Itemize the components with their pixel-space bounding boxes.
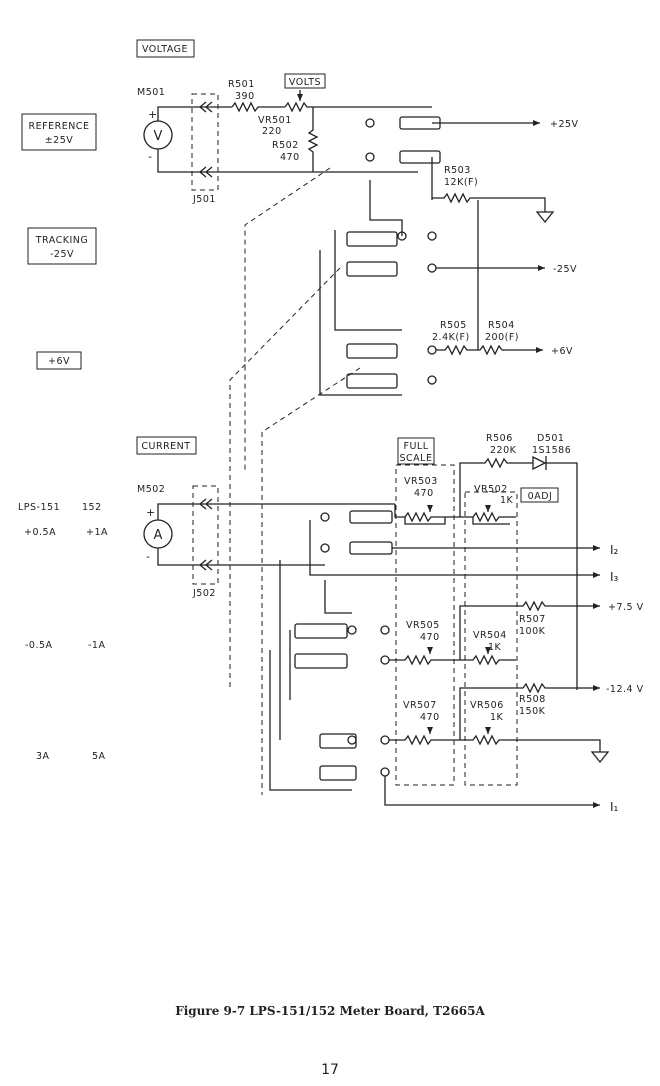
vr505-value: 470 — [420, 632, 440, 643]
vr507-value: 470 — [420, 712, 440, 723]
reference-mode-range: ±25V — [45, 135, 74, 146]
vr506-label: VR506 — [470, 700, 504, 711]
volts-adjust-box — [284, 73, 326, 89]
vr503-label: VR503 — [404, 476, 438, 487]
vr504-value: 1K — [488, 642, 502, 653]
m501-minus: - — [148, 150, 152, 163]
plus6-mode-label: +6V — [48, 356, 70, 367]
m502-label: M502 — [137, 484, 165, 495]
r507-label: R507 — [519, 614, 546, 625]
zero-adj-label: 0ADJ — [528, 491, 553, 502]
vr501-label: VR501 — [258, 115, 292, 126]
r504-label: R504 — [488, 320, 515, 331]
ground-symbol-2 — [590, 751, 610, 764]
vr502-value: 1K — [500, 495, 514, 506]
tracking-mode-range: -25V — [50, 249, 74, 260]
vr503-value: 470 — [414, 488, 434, 499]
terminal-i3: I₃ — [610, 570, 619, 584]
tracking-mode-label: TRACKING — [35, 235, 88, 246]
ammeter-symbol: A — [154, 528, 163, 543]
r502-value: 470 — [280, 152, 300, 163]
terminal-plus7-5v: +7.5 V — [608, 602, 644, 613]
lps151-heading: LPS-151 — [18, 502, 60, 513]
volts-adjust-label: VOLTS — [289, 77, 321, 88]
voltage-label: VOLTAGE — [142, 44, 188, 55]
diode-d501 — [532, 455, 547, 471]
current-label-box — [136, 436, 197, 455]
r501-value: 390 — [235, 91, 255, 102]
page-number: 17 — [321, 1062, 339, 1078]
vr506-value: 1K — [490, 712, 504, 723]
current-section: CURRENT LPS-151 152 +0.5A +1A -0.5A -1A … — [18, 433, 644, 814]
reference-mode-label: REFERENCE — [29, 121, 90, 132]
vr507-vr506-chain — [389, 734, 601, 752]
j502-label: J502 — [192, 588, 216, 599]
r508-value: 150K — [519, 706, 546, 717]
voltage-section: VOLTAGE REFERENCE ±25V TRACKING -25V +6V… — [21, 39, 579, 795]
m502-minus: - — [146, 550, 150, 563]
r505-value: 2.4K(F) — [432, 332, 470, 343]
terminal-minus12-4v: -12.4 V — [606, 684, 644, 695]
terminal-i1: I₁ — [610, 800, 619, 814]
terminal-i2: I₂ — [610, 543, 619, 557]
d501-value: 1S1586 — [532, 445, 571, 456]
m502-plus: + — [146, 506, 155, 519]
vr505-label: VR505 — [406, 620, 440, 631]
voltmeter-symbol: V — [154, 129, 163, 144]
m501-label: M501 — [137, 87, 165, 98]
range3-lps151: 3A — [36, 751, 50, 762]
range2-lps152: -1A — [88, 640, 105, 651]
j501-label: J501 — [192, 194, 216, 205]
r506-label: R506 — [486, 433, 513, 444]
range2-lps151: -0.5A — [25, 640, 53, 651]
vr505-vr504-chain — [389, 654, 516, 666]
r507-value: 100K — [519, 626, 546, 637]
r506-value: 220K — [490, 445, 517, 456]
r505-label: R505 — [440, 320, 467, 331]
full-scale-box — [397, 437, 435, 465]
full-scale-label-2: SCALE — [400, 453, 433, 464]
r502-resistor — [307, 107, 319, 172]
full-scale-label-1: FULL — [403, 441, 428, 452]
lps152-heading: 152 — [82, 502, 102, 513]
vr504-label: VR504 — [473, 630, 507, 641]
r503-value: 12K(F) — [444, 177, 478, 188]
plus6-mode-box — [36, 351, 82, 370]
r501-label: R501 — [228, 79, 255, 90]
figure-caption: Figure 9-7 LPS-151/152 Meter Board, T266… — [175, 1004, 485, 1018]
range3-lps152: 5A — [92, 751, 106, 762]
vr501-value: 220 — [262, 126, 282, 137]
connector-j502 — [192, 485, 219, 585]
r503-label: R503 — [444, 165, 471, 176]
terminal-minus25v: -25V — [553, 264, 577, 275]
terminal-plus6v: +6V — [551, 346, 573, 357]
vr502-label: VR502 — [474, 484, 508, 495]
r504-value: 200(F) — [485, 332, 519, 343]
connector-j501 — [191, 93, 219, 191]
ground-symbol-1 — [535, 211, 555, 224]
vr501-potentiometer — [284, 101, 432, 113]
terminal-plus25v: +25V — [550, 119, 579, 130]
r508-label: R508 — [519, 694, 546, 705]
reference-mode-box — [21, 113, 97, 151]
range1-lps151: +0.5A — [24, 527, 56, 538]
d501-label: D501 — [537, 433, 564, 444]
r502-label: R502 — [272, 140, 299, 151]
current-label: CURRENT — [141, 441, 190, 452]
voltage-label-box — [136, 39, 195, 58]
tracking-mode-box — [27, 227, 97, 265]
vr507-label: VR507 — [403, 700, 437, 711]
zero-adj-box — [520, 487, 559, 503]
range1-lps152: +1A — [86, 527, 108, 538]
m501-plus: + — [148, 108, 157, 121]
